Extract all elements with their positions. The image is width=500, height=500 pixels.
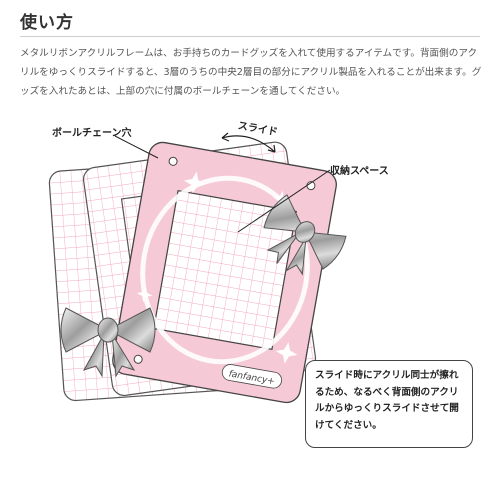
description: メタルリボンアクリルフレームは、お手持ちのカードグッズを入れて使用するアイテムで…	[20, 44, 482, 101]
page-title: 使い方	[20, 13, 74, 33]
storage-space-label: 収納スペース	[330, 166, 389, 177]
left-ribbon	[60, 307, 156, 378]
caution-note: スライド時にアクリル同士が擦れるため、なるべく背面側のアクリルからゆっくりスライ…	[305, 360, 473, 448]
front-pink-frame: fanfancy+	[112, 141, 337, 404]
slide-arrow-icon	[221, 135, 276, 153]
title-divider	[20, 36, 480, 37]
ball-chain-hole-label: ボールチェーン穴	[52, 128, 132, 139]
caution-note-text: スライド時にアクリル同士が擦れるため、なるべく背面側のアクリルからゆっくりスライ…	[315, 370, 459, 431]
storage-leader	[237, 169, 331, 233]
description-paragraph: メタルリボンアクリルフレームは、お手持ちのカードグッズを入れて使用するアイテムで…	[20, 48, 482, 97]
ball-chain-leader	[114, 135, 159, 159]
right-ribbon	[263, 194, 347, 276]
